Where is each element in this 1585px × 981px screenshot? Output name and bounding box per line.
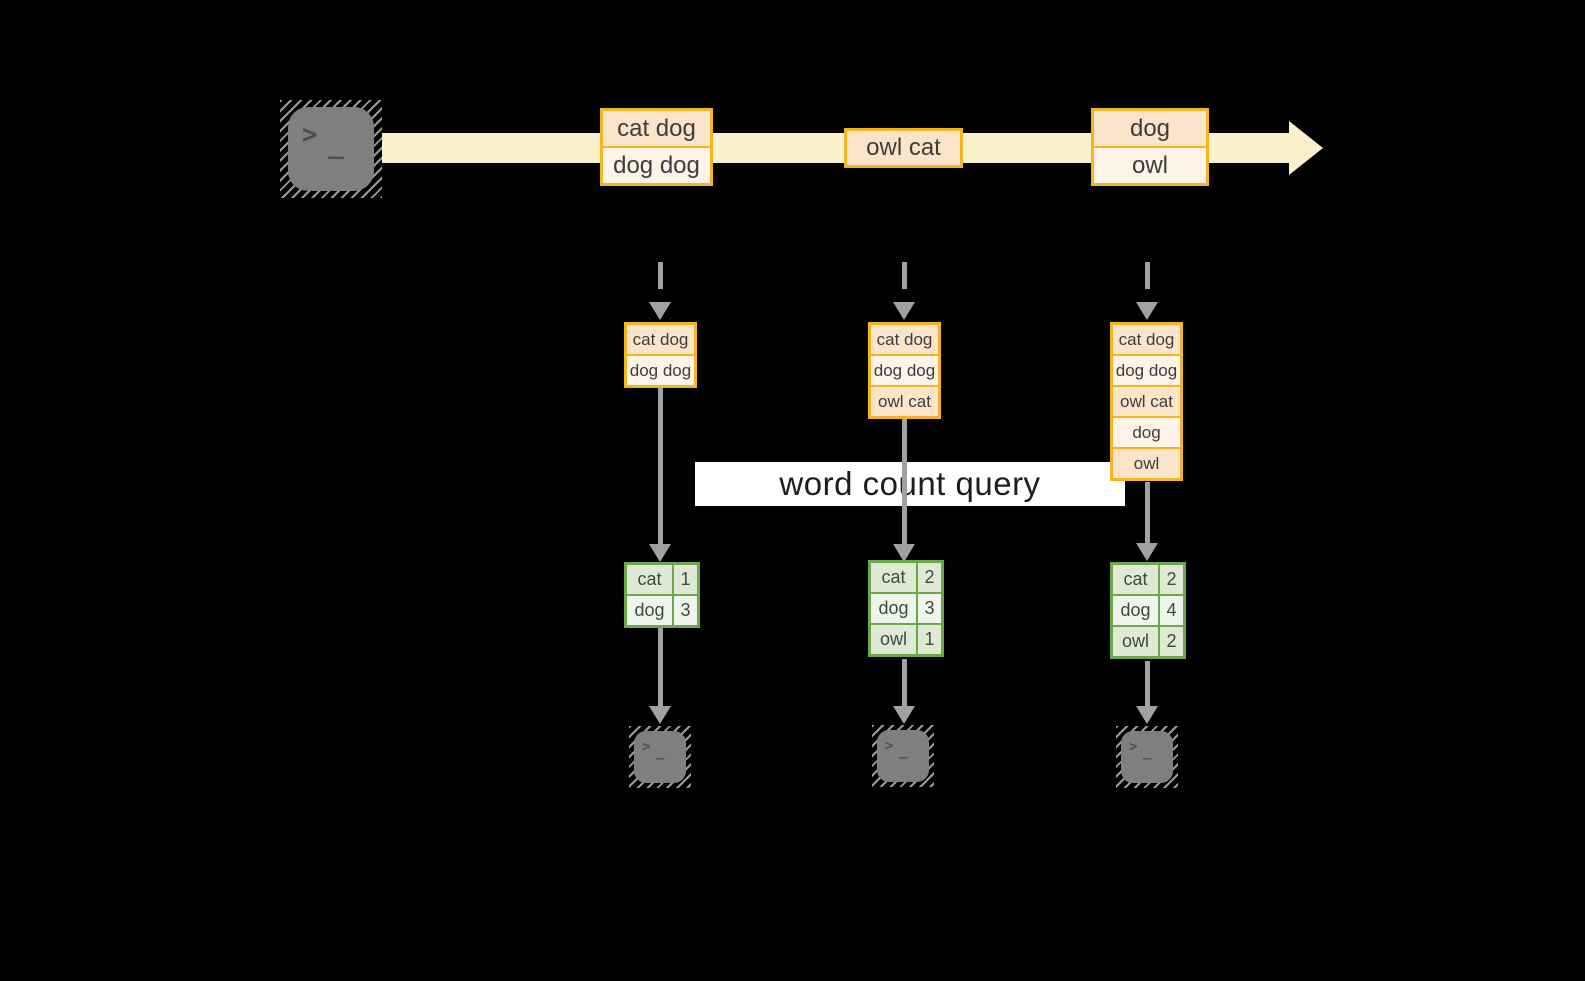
buffer-row: dog dog bbox=[1113, 356, 1180, 385]
flow-arrow-line bbox=[1145, 661, 1150, 707]
flow-arrowhead bbox=[1136, 706, 1158, 724]
event-text: owl cat bbox=[847, 131, 960, 165]
count-word: dog bbox=[871, 594, 916, 623]
count-word: dog bbox=[627, 596, 672, 625]
buffer-row: dog bbox=[1113, 418, 1180, 447]
buffer-stack-2: cat dog dog dog owl cat bbox=[868, 322, 941, 419]
count-word: owl bbox=[871, 625, 916, 654]
count-table-2: cat 2 dog 3 owl 1 bbox=[868, 560, 944, 657]
buffer-row: cat dog bbox=[627, 325, 694, 354]
flow-arrowhead bbox=[893, 544, 915, 562]
count-table-1: cat 1 dog 3 bbox=[624, 562, 700, 628]
terminal-icon: > _ bbox=[872, 725, 934, 787]
buffer-row: dog dog bbox=[871, 356, 938, 385]
event-box-3: dog owl bbox=[1091, 108, 1209, 186]
buffer-row: owl cat bbox=[1113, 387, 1180, 416]
buffer-row: owl cat bbox=[871, 387, 938, 416]
trigger-arrowhead bbox=[1136, 302, 1158, 320]
flow-arrowhead bbox=[649, 544, 671, 562]
count-value: 4 bbox=[1160, 596, 1183, 625]
event-text: owl bbox=[1094, 148, 1206, 183]
trigger-arrowhead bbox=[893, 302, 915, 320]
count-word: cat bbox=[1113, 565, 1158, 594]
buffer-row: dog dog bbox=[627, 356, 694, 385]
terminal-prompt-glyph: > bbox=[885, 738, 894, 754]
trigger-arrow-dash bbox=[902, 262, 907, 289]
terminal-underscore-glyph: _ bbox=[328, 130, 344, 160]
query-banner-label: word count query bbox=[779, 465, 1041, 502]
query-banner: word count query bbox=[695, 462, 1125, 506]
event-text: dog bbox=[1094, 111, 1206, 146]
event-box-1: cat dog dog dog bbox=[600, 108, 713, 186]
count-value: 3 bbox=[674, 596, 697, 625]
buffer-row: cat dog bbox=[1113, 325, 1180, 354]
terminal-underscore-glyph: _ bbox=[656, 744, 665, 760]
count-value: 2 bbox=[918, 563, 941, 592]
flow-arrow-line bbox=[902, 659, 907, 707]
count-word: dog bbox=[1113, 596, 1158, 625]
terminal-prompt-glyph: > bbox=[642, 739, 651, 755]
event-box-2: owl cat bbox=[844, 128, 963, 168]
flow-arrow-line bbox=[658, 628, 663, 707]
terminal-underscore-glyph: _ bbox=[899, 743, 908, 759]
terminal-underscore-glyph: _ bbox=[1143, 744, 1152, 760]
flow-arrowhead bbox=[1136, 543, 1158, 561]
trigger-arrowhead bbox=[649, 302, 671, 320]
count-value: 2 bbox=[1160, 565, 1183, 594]
count-value: 1 bbox=[918, 625, 941, 654]
flow-arrowhead bbox=[893, 706, 915, 724]
count-word: cat bbox=[627, 565, 672, 594]
flow-arrow-line bbox=[1145, 482, 1150, 544]
buffer-stack-3: cat dog dog dog owl cat dog owl bbox=[1110, 322, 1183, 481]
terminal-icon: > _ bbox=[1116, 726, 1178, 788]
count-word: owl bbox=[1113, 627, 1158, 656]
buffer-row: owl bbox=[1113, 449, 1180, 478]
flow-arrow-line bbox=[902, 419, 907, 545]
count-table-3: cat 2 dog 4 owl 2 bbox=[1110, 562, 1186, 659]
buffer-stack-1: cat dog dog dog bbox=[624, 322, 697, 388]
event-text: dog dog bbox=[603, 148, 710, 183]
count-value: 2 bbox=[1160, 627, 1183, 656]
terminal-icon: > _ bbox=[629, 726, 691, 788]
terminal-icon: > _ bbox=[280, 100, 382, 198]
count-value: 3 bbox=[918, 594, 941, 623]
count-value: 1 bbox=[674, 565, 697, 594]
flow-arrow-line bbox=[658, 388, 663, 545]
trigger-arrow-dash bbox=[1145, 262, 1150, 289]
count-word: cat bbox=[871, 563, 916, 592]
trigger-arrow-dash bbox=[658, 262, 663, 289]
event-text: cat dog bbox=[603, 111, 710, 146]
stream-timeline-arrowhead bbox=[1289, 121, 1323, 175]
terminal-prompt-glyph: > bbox=[1129, 739, 1138, 755]
terminal-prompt-glyph: > bbox=[302, 120, 318, 150]
buffer-row: cat dog bbox=[871, 325, 938, 354]
flow-arrowhead bbox=[649, 706, 671, 724]
